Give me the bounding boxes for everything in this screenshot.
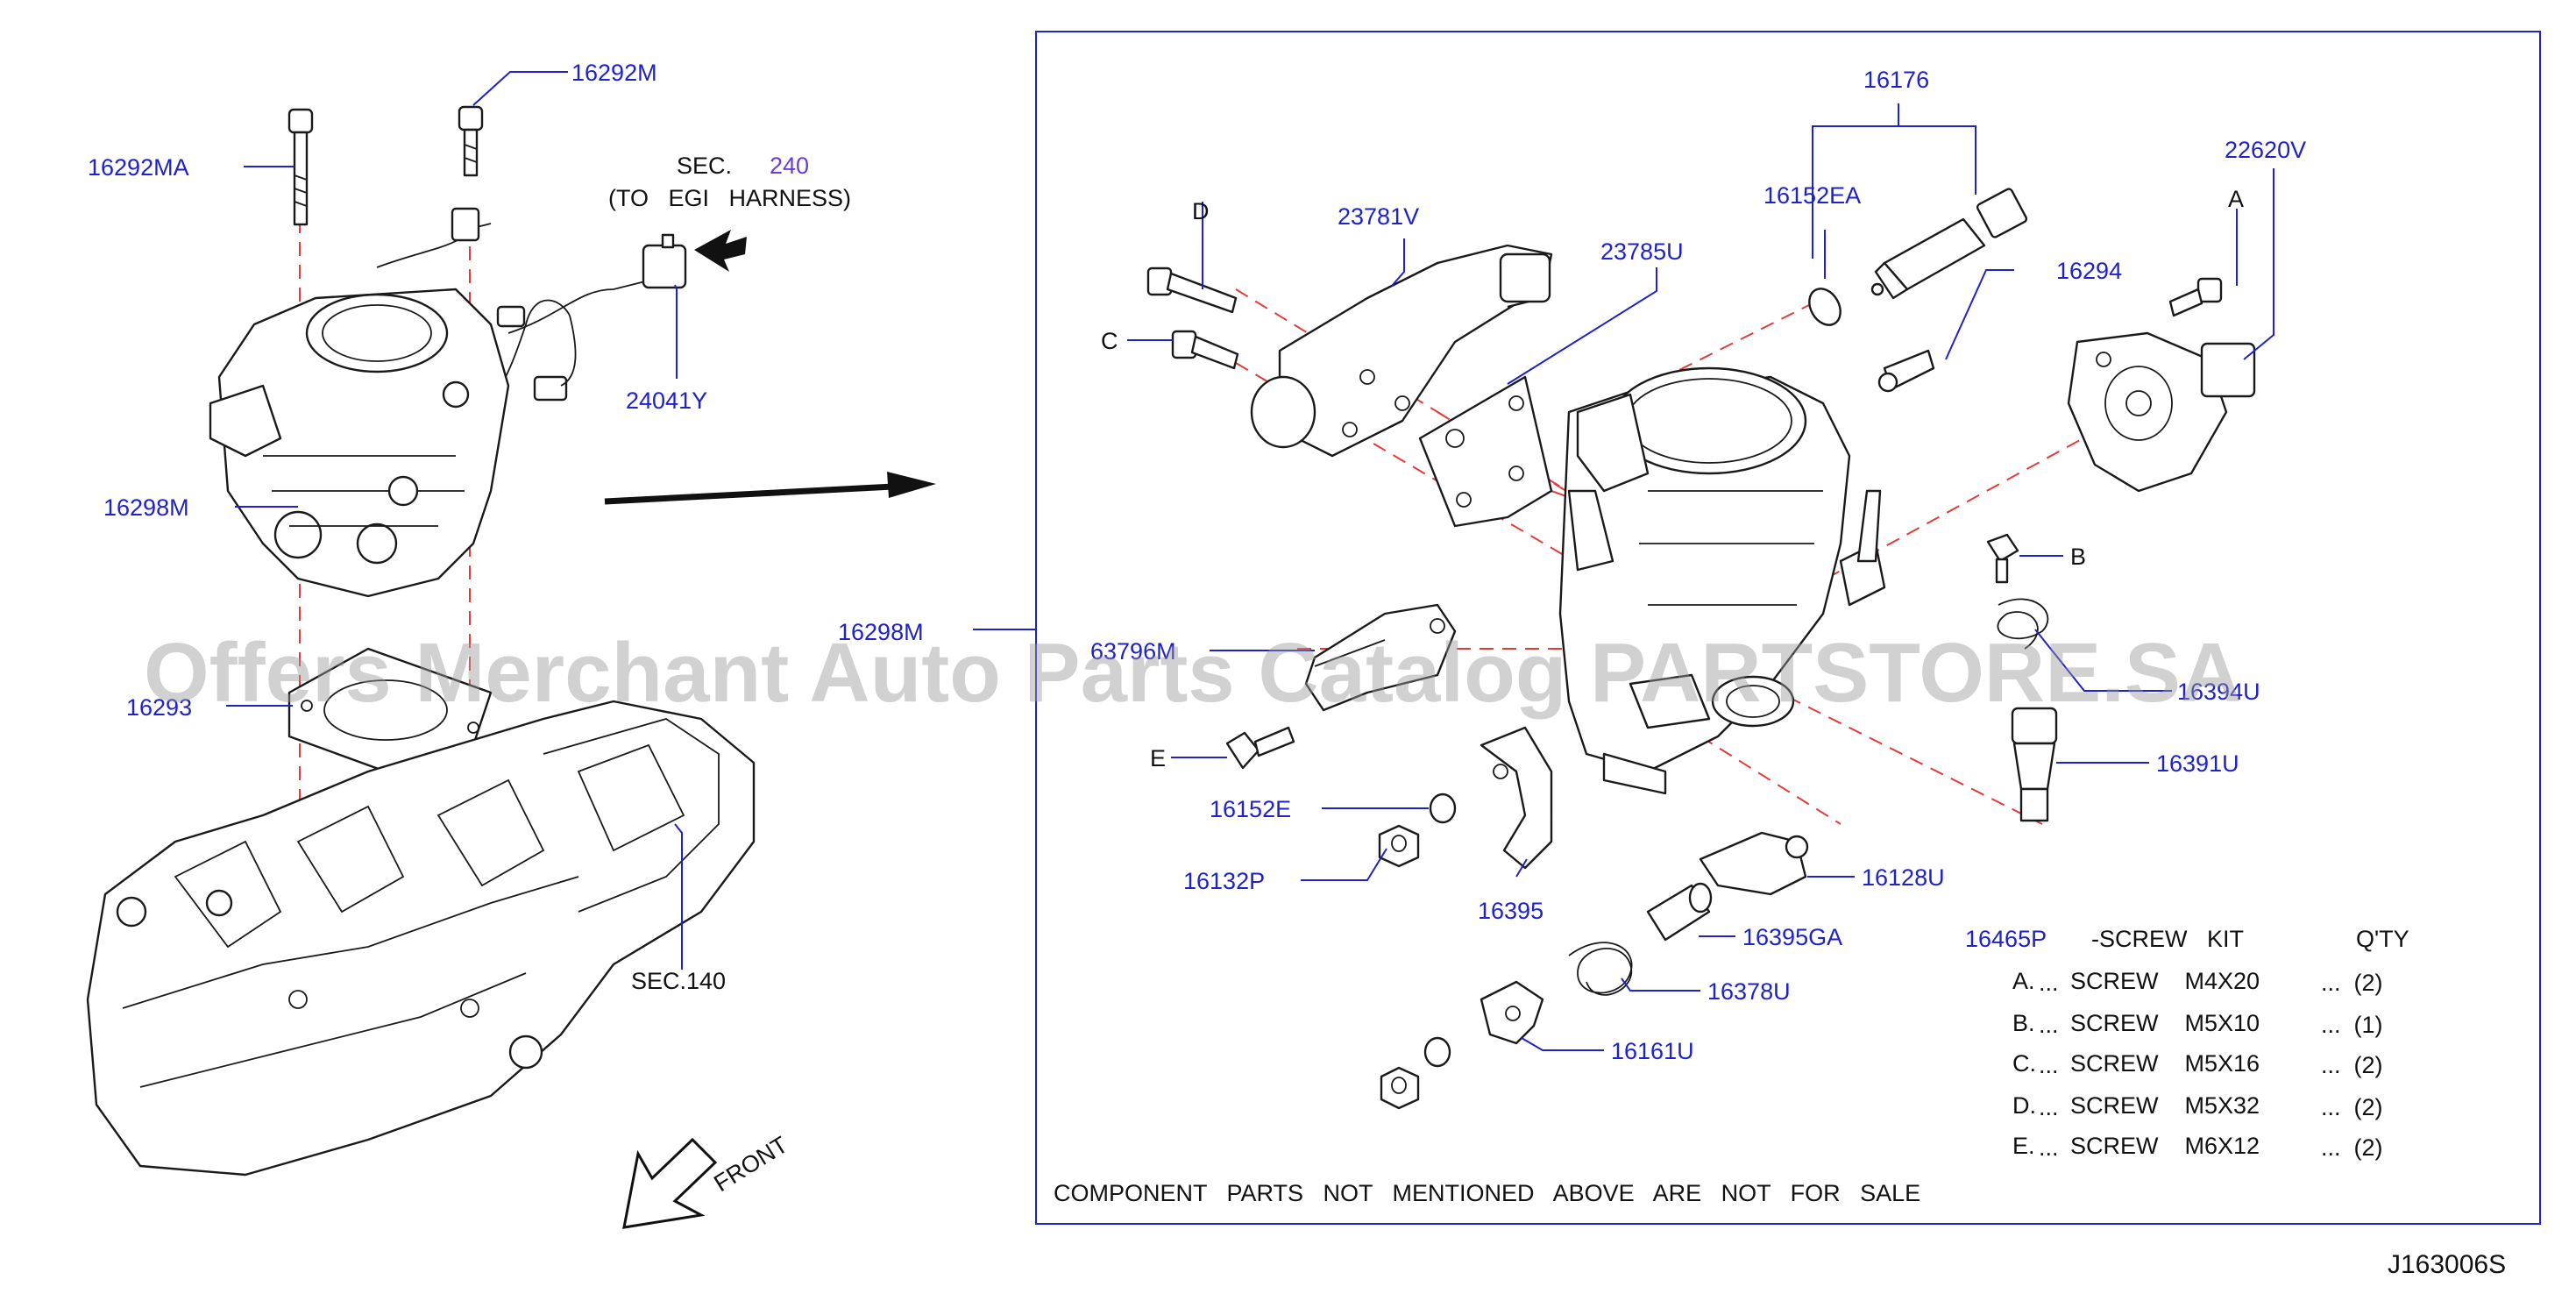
callout-16161u[interactable]: 16161U	[1611, 1038, 1694, 1064]
callout-63796m[interactable]: 63796M	[1090, 638, 1176, 665]
tps-22620v-art	[2067, 331, 2256, 493]
gasket-16293-art	[287, 647, 493, 773]
screw-kit-table: 16465P -SCREW KIT Q'TY A. ... SCREW M4X2…	[1965, 926, 2409, 1161]
lever-16128u-art	[1699, 831, 1809, 896]
callout-16395[interactable]: 16395	[1478, 898, 1543, 924]
iacv-23781v-art	[1250, 244, 1553, 458]
callout-16298m-overview[interactable]: 16298M	[103, 494, 189, 521]
screw-row-d-key: D.	[2012, 1092, 2036, 1119]
letter-b: B	[2070, 544, 2086, 570]
callout-16292ma[interactable]: 16292MA	[88, 154, 189, 181]
front-arrow-icon	[622, 1137, 718, 1229]
screw-row-b-dots: ...	[2039, 1012, 2059, 1038]
callout-23785u[interactable]: 23785U	[1600, 238, 1684, 265]
screw-row-c-qty: ... (2)	[2321, 1052, 2383, 1078]
screw-row-a-desc: SCREW M4X20	[2070, 968, 2260, 994]
callout-16152ea[interactable]: 16152EA	[1763, 182, 1861, 209]
overview-assembly: 16292MA 16292M 24041Y 16298M 16293 SEC. …	[86, 60, 936, 1229]
bolt-16292m-art	[458, 105, 484, 177]
screw-e-art	[1225, 726, 1295, 770]
diagram-id: J163006S	[2388, 1250, 2506, 1279]
injector-16176-art	[1870, 188, 2028, 300]
letter-a: A	[2228, 186, 2244, 212]
watermark: Offers Merchant Auto Parts Catalog PARTS…	[144, 626, 2241, 720]
screw-d-art	[1146, 267, 1238, 314]
callout-16394u[interactable]: 16394U	[2177, 679, 2260, 705]
sec-240-note: (TO EGI HARNESS)	[608, 185, 851, 211]
screw-row-b-key: B.	[2012, 1010, 2035, 1036]
screw-row-e-dots: ...	[2039, 1134, 2059, 1161]
callout-22620v[interactable]: 22620V	[2225, 137, 2306, 163]
nut-16161u-art	[1380, 1066, 1420, 1110]
screw-row-e-desc: SCREW M6X12	[2070, 1133, 2260, 1159]
nut-16132p-art	[1378, 824, 1420, 868]
screw-row-d-qty: ... (2)	[2321, 1094, 2383, 1120]
oring-16152ea-art	[1808, 288, 1842, 326]
washer-16161u-art	[1423, 1036, 1451, 1068]
screw-c-art	[1171, 330, 1239, 370]
screw-row-d-desc: SCREW M5X32	[2070, 1092, 2260, 1119]
letter-c: C	[1101, 328, 1118, 354]
screw-row-c-dots: ...	[2039, 1052, 2059, 1078]
callout-16378u[interactable]: 16378U	[1707, 978, 1791, 1005]
screw-row-c-key: C.	[2012, 1050, 2036, 1077]
screw-row-d-dots: ...	[2039, 1094, 2059, 1120]
front-label: FRONT	[709, 1131, 792, 1197]
screw-row-e-qty: ... (2)	[2321, 1134, 2383, 1161]
detail-view: 16176 16152EA 23781V 23785U 16294 22620V…	[838, 67, 2409, 1206]
screw-b-art	[1986, 533, 2019, 584]
screw-row-e-key: E.	[2012, 1133, 2035, 1159]
screw-16294-art	[1877, 349, 1935, 393]
bolt-16292ma-art	[287, 108, 314, 226]
screw-a-art	[2168, 277, 2223, 317]
callout-16132p[interactable]: 16132P	[1183, 868, 1265, 894]
screw-kit-qty-header: Q'TY	[2356, 926, 2409, 952]
bracket-63796m-art	[1304, 603, 1457, 712]
screw-row-b-qty: ... (1)	[2321, 1012, 2383, 1038]
footer-note: COMPONENT PARTS NOT MENTIONED ABOVE ARE …	[1054, 1180, 1920, 1206]
sensor-16391u-art	[2011, 707, 2058, 822]
collar-16395ga-art	[1646, 882, 1713, 942]
spring-16394u-art	[1997, 598, 2049, 650]
screw-kit-title: -SCREW KIT	[2091, 926, 2244, 952]
screw-row-a-qty: ... (2)	[2321, 970, 2383, 996]
sec-240-prefix: SEC.	[677, 153, 732, 179]
callout-16294[interactable]: 16294	[2056, 258, 2122, 284]
gasket-23785u-art	[1418, 375, 1553, 528]
callout-16391u[interactable]: 16391U	[2156, 750, 2239, 777]
sec-140-link[interactable]: SEC.140	[631, 968, 726, 994]
callout-16298m-detail[interactable]: 16298M	[838, 619, 924, 645]
cam-16395-art	[1480, 726, 1553, 870]
screw-row-c-desc: SCREW M5X16	[2070, 1050, 2260, 1077]
spring-16378u-art	[1568, 942, 1633, 996]
arrow-to-detail-view	[604, 472, 936, 505]
callout-24041y[interactable]: 24041Y	[626, 387, 707, 414]
screw-row-a-key: A.	[2012, 968, 2035, 994]
washer-16152e-art	[1429, 793, 1457, 824]
screw-row-b-desc: SCREW M5X10	[2070, 1010, 2260, 1036]
letter-e: E	[1150, 745, 1166, 771]
screw-kit-part-number[interactable]: 16465P	[1965, 926, 2047, 952]
screw-row-a-dots: ...	[2039, 970, 2059, 996]
callout-23781v[interactable]: 23781V	[1338, 203, 1419, 230]
callout-16128u[interactable]: 16128U	[1862, 864, 1945, 891]
letter-d: D	[1192, 198, 1210, 224]
throttle-body-16298m-art	[1558, 366, 1886, 795]
callout-16293[interactable]: 16293	[126, 694, 192, 721]
detail-frame	[1035, 31, 2541, 1225]
throttle-body-overview-art	[209, 288, 510, 598]
callout-16152e[interactable]: 16152E	[1210, 796, 1291, 822]
callout-16292m[interactable]: 16292M	[571, 60, 657, 86]
callout-16176[interactable]: 16176	[1863, 67, 1929, 93]
lever-16161u-art	[1480, 980, 1544, 1045]
intake-manifold-art	[86, 700, 756, 1177]
sec-240-link[interactable]: 240	[770, 153, 809, 179]
arrow-to-sec-240	[694, 230, 747, 272]
callout-16395ga[interactable]: 16395GA	[1742, 924, 1842, 950]
